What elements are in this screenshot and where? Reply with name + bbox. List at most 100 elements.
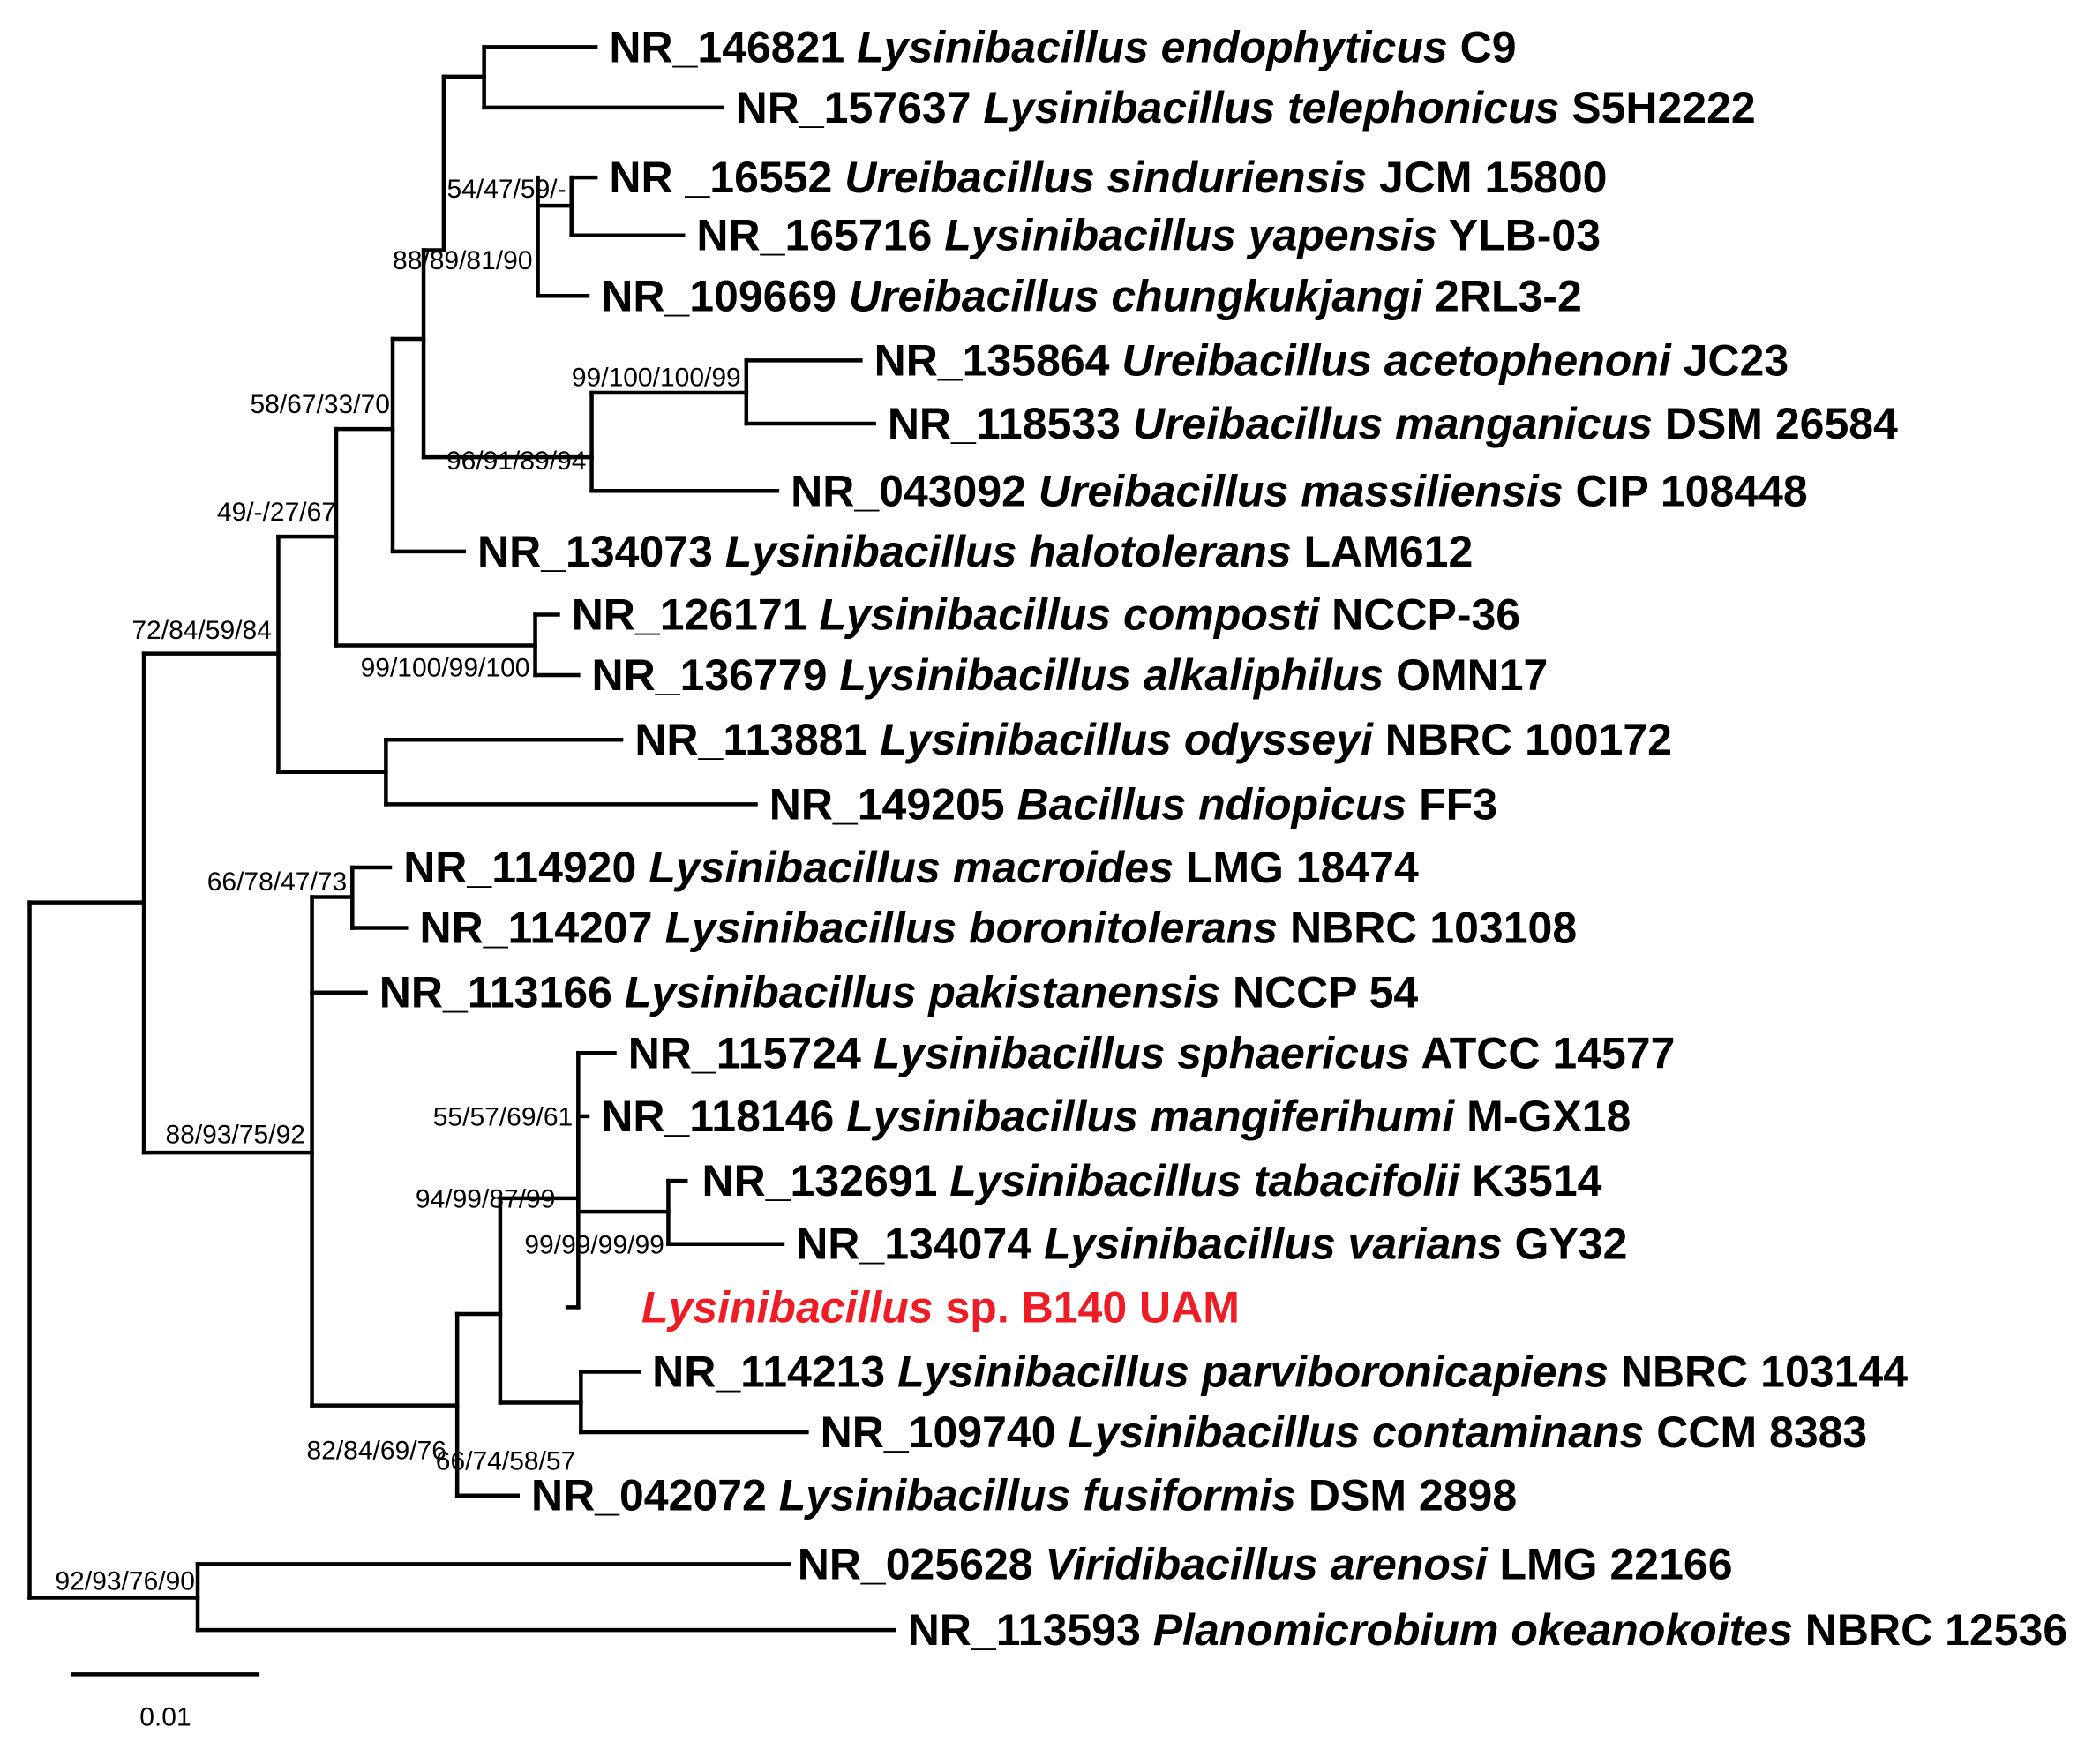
taxon-label: NR_042072 Lysinibacillus fusiformis DSM … <box>531 1471 1517 1520</box>
taxon-label: NR_113881 Lysinibacillus odysseyi NBRC 1… <box>634 715 1672 764</box>
accession-number: NR_113593 <box>908 1605 1153 1655</box>
taxon-label: NR_115724 Lysinibacillus sphaericus ATCC… <box>628 1028 1676 1077</box>
species-name: Lysinibacillus yapensis <box>944 211 1437 260</box>
taxon-label: NR_109669 Ureibacillus chungkukjangi 2RL… <box>601 271 1582 320</box>
taxon-label: NR_165716 Lysinibacillus yapensis YLB-03 <box>696 211 1601 260</box>
accession-number: NR_126171 <box>572 589 820 639</box>
strain-name: S5H2222 <box>1559 83 1755 132</box>
bootstrap-label: 72/84/59/84 <box>131 616 271 645</box>
scale-bar: 0.01 <box>71 1672 260 1731</box>
species-name: Lysinibacillus telephonicus <box>983 83 1559 132</box>
strain-name: ATCC 14577 <box>1410 1028 1675 1077</box>
taxon-label: NR_118533 Ureibacillus manganicus DSM 26… <box>888 399 1898 448</box>
strain-name: NCCP 54 <box>1220 968 1418 1017</box>
taxon-label: NR_114213 Lysinibacillus parviboronicapi… <box>652 1347 1908 1396</box>
strain-name: NBRC 12536 <box>1793 1605 2067 1655</box>
accession-number: NR_157637 <box>736 83 984 132</box>
taxon-label: NR _16552 Ureibacillus sinduriensis JCM … <box>609 153 1607 202</box>
accession-number: NR_043092 <box>791 466 1039 515</box>
accession-number: NR_114920 <box>403 843 649 892</box>
strain-name: sp. B140 UAM <box>934 1282 1240 1332</box>
taxon-label: NR_136779 Lysinibacillus alkaliphilus OM… <box>592 650 1549 700</box>
species-name: Lysinibacillus tabacifolii <box>949 1156 1460 1205</box>
bootstrap-label: 99/100/100/99 <box>572 363 741 392</box>
taxon-label: NR_157637 Lysinibacillus telephonicus S5… <box>736 83 1756 132</box>
strain-name: M-GX18 <box>1454 1092 1631 1141</box>
strain-name: FF3 <box>1406 779 1497 829</box>
bootstrap-label: 92/93/76/90 <box>55 1566 194 1596</box>
species-name: Lysinibacillus sphaericus <box>874 1028 1411 1077</box>
species-name: Ureibacillus massiliensis <box>1039 466 1564 515</box>
species-name: Lysinibacillus mangiferihumi <box>846 1092 1455 1141</box>
taxon-label: NR_134073 Lysinibacillus halotolerans LA… <box>477 527 1473 576</box>
taxon-label: NR_146821 Lysinibacillus endophyticus C9 <box>609 22 1516 71</box>
strain-name: LAM612 <box>1292 527 1474 576</box>
accession-number: NR_132691 <box>702 1156 950 1205</box>
strain-name: YLB-03 <box>1437 211 1601 260</box>
bootstrap-label: 49/-/27/67 <box>217 498 336 527</box>
bootstrap-label: 88/93/75/92 <box>165 1120 304 1149</box>
taxon-label: NR_134074 Lysinibacillus varians GY32 <box>796 1220 1627 1269</box>
bootstrap-label: 96/91/89/94 <box>446 447 586 476</box>
taxon-label: NR_109740 Lysinibacillus contaminans CCM… <box>821 1408 1868 1457</box>
accession-number: NR_149205 <box>769 779 1017 829</box>
strain-name: LMG 18474 <box>1174 843 1419 892</box>
scale-bar-label: 0.01 <box>139 1702 191 1731</box>
accession-number: NR_113881 <box>634 715 880 764</box>
strain-name: C9 <box>1448 22 1517 71</box>
strain-name: NBRC 103144 <box>1609 1347 1908 1396</box>
accession-number: NR_109740 <box>821 1408 1069 1457</box>
species-name: Viridibacillus arenosi <box>1045 1539 1488 1588</box>
species-name: Lysinibacillus halotolerans <box>725 527 1292 576</box>
bootstrap-label: 88/89/81/90 <box>393 246 532 275</box>
strain-name: DSM 2898 <box>1296 1471 1517 1520</box>
strain-name: JC23 <box>1671 335 1789 385</box>
strain-name: 2RL3-2 <box>1422 271 1582 320</box>
species-name: Ureibacillus manganicus <box>1133 399 1653 448</box>
bootstrap-label: 66/78/47/73 <box>207 867 347 897</box>
species-name: Lysinibacillus fusiformis <box>779 1471 1296 1520</box>
species-name: Planomicrobium okeanokoites <box>1153 1605 1793 1655</box>
species-name: Lysinibacillus varians <box>1044 1220 1503 1269</box>
accession-number: NR_113166 <box>379 968 625 1017</box>
taxon-label: NR_149205 Bacillus ndiopicus FF3 <box>769 779 1497 829</box>
species-name: Ureibacillus acetophenoni <box>1121 335 1671 385</box>
bootstrap-label: 66/74/58/57 <box>436 1447 575 1476</box>
bootstrap-label: 94/99/87/99 <box>416 1185 555 1214</box>
bootstrap-labels: 54/47/59/- 88/89/81/90 99/100/100/99 96/91/… <box>55 175 740 1596</box>
bootstrap-label: 54/47/59/- <box>446 175 566 204</box>
taxon-label: NR_043092 Ureibacillus massiliensis CIP … <box>791 466 1808 515</box>
bootstrap-label: 82/84/69/76 <box>306 1437 446 1466</box>
accession-number: NR_114207 <box>419 904 664 953</box>
accession-number: NR_114213 <box>652 1347 897 1396</box>
taxon-label: NR_114207 Lysinibacillus boronitolerans … <box>419 904 1577 953</box>
bootstrap-label: 55/57/69/61 <box>433 1103 573 1132</box>
accession-number: NR_165716 <box>696 211 944 260</box>
bootstrap-label: 99/100/99/100 <box>361 654 530 683</box>
strain-name: CCM 8383 <box>1644 1408 1867 1457</box>
taxon-label: NR_025628 Viridibacillus arenosi LMG 221… <box>798 1539 1733 1588</box>
accession-number: NR_135864 <box>874 335 1122 385</box>
strain-name: GY32 <box>1503 1220 1628 1269</box>
accession-number: NR_109669 <box>601 271 849 320</box>
accession-number: NR_025628 <box>798 1539 1046 1588</box>
species-name: Lysinibacillus alkaliphilus <box>839 650 1384 700</box>
species-name: Ureibacillus chungkukjangi <box>849 271 1423 320</box>
strain-name: K3514 <box>1459 1156 1601 1205</box>
species-name: Lysinibacillus boronitolerans <box>665 904 1279 953</box>
species-name: Lysinibacillus contaminans <box>1068 1408 1644 1457</box>
species-name: Lysinibacillus composti <box>819 589 1320 639</box>
species-name: Ureibacillus sinduriensis <box>844 153 1367 202</box>
accession-number: NR_042072 <box>531 1471 779 1520</box>
taxon-label: NR_132691 Lysinibacillus tabacifolii K35… <box>702 1156 1602 1205</box>
taxon-label: NR_113593 Planomicrobium okeanokoites NB… <box>908 1605 2067 1655</box>
taxon-label: NR_135864 Ureibacillus acetophenoni JC23 <box>874 335 1789 385</box>
species-name: Lysinibacillus macroides <box>649 843 1174 892</box>
accession-number: NR_118533 <box>888 399 1133 448</box>
leaf-labels: NR_146821 Lysinibacillus endophyticus C9… <box>379 22 2067 1655</box>
taxon-label: NR_113166 Lysinibacillus pakistanensis N… <box>379 968 1419 1017</box>
species-name: Lysinibacillus pakistanensis <box>625 968 1220 1017</box>
taxon-label: NR_118146 Lysinibacillus mangiferihumi M… <box>601 1092 1631 1141</box>
bootstrap-label: 99/99/99/99 <box>524 1230 664 1259</box>
accession-number: NR_146821 <box>609 22 857 71</box>
